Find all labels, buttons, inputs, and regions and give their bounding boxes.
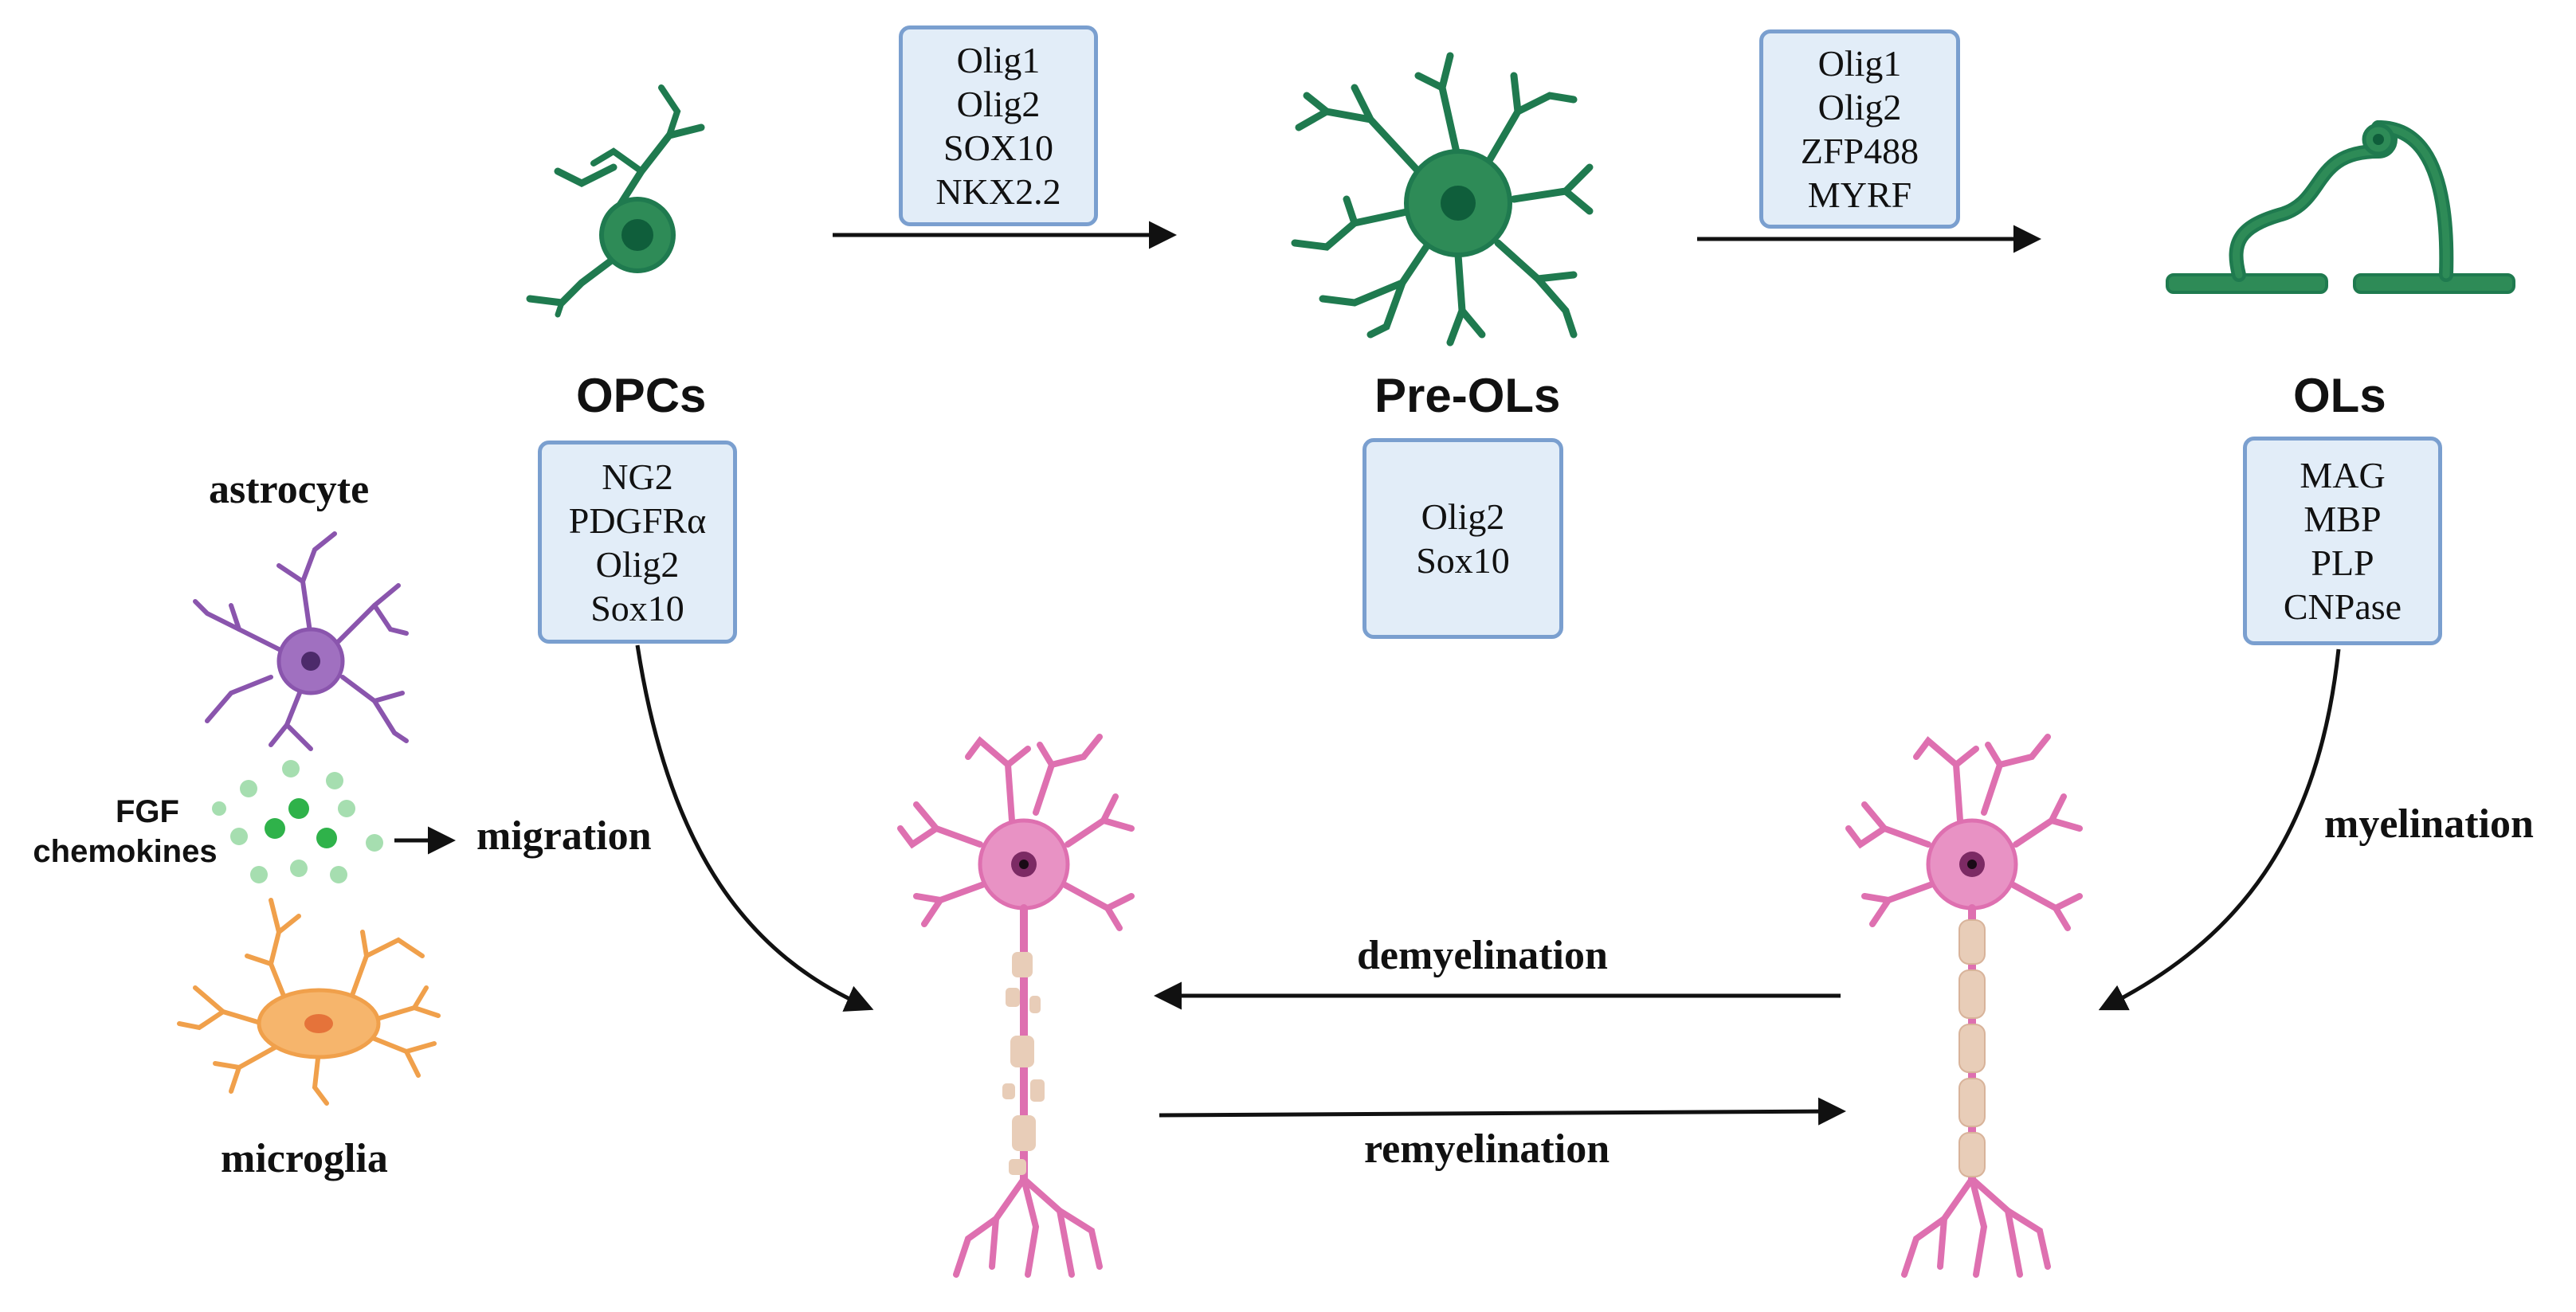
marker-sox10: SOX10 xyxy=(943,127,1054,168)
marker-olig1: Olig1 xyxy=(1817,43,1902,84)
marker-plp: PLP xyxy=(2311,542,2374,583)
marker-olig2: Olig2 xyxy=(1421,496,1505,537)
chemokines-label: chemokines xyxy=(33,834,218,869)
opc-marker-box: NG2 PDGFRα Olig2 Sox10 xyxy=(538,441,737,644)
microglia-label: microglia xyxy=(221,1136,388,1181)
arrow-remyelination xyxy=(1159,1097,1846,1126)
preol-marker-box: Olig2 Sox10 xyxy=(1362,438,1563,639)
opc-to-preol-marker-box: Olig1 Olig2 SOX10 NKX2.2 xyxy=(899,25,1098,226)
demyelination-label: demyelination xyxy=(1357,933,1608,978)
astrocyte-label: astrocyte xyxy=(209,467,370,512)
ols-label: OLs xyxy=(2293,369,2386,422)
fgf-label: FGF xyxy=(116,794,179,829)
opc-cell-icon xyxy=(526,84,705,318)
pre-ols-label: Pre-OLs xyxy=(1374,369,1561,422)
marker-pdgfra: PDGFRα xyxy=(568,499,707,541)
myelin-sheaths xyxy=(1958,919,1986,1177)
microglia-cell-icon xyxy=(177,898,441,1106)
astrocyte-cell-icon xyxy=(193,531,409,751)
marker-olig2: Olig2 xyxy=(595,543,680,585)
myelination-label: myelination xyxy=(2324,801,2534,847)
ol-marker-box: MAG MBP PLP CNPase xyxy=(2243,437,2442,645)
marker-sox10: Sox10 xyxy=(1416,540,1510,581)
ol-cell-icon xyxy=(2166,120,2515,294)
pre-ol-cell-icon xyxy=(1291,52,1594,347)
marker-olig1: Olig1 xyxy=(956,40,1041,80)
marker-cnpase: CNPase xyxy=(2283,586,2402,627)
signal-molecules-icon xyxy=(212,760,383,883)
marker-zfp488: ZFP488 xyxy=(1800,131,1919,171)
arrow-ol-to-myelinated xyxy=(2098,648,2341,1011)
marker-olig2: Olig2 xyxy=(1817,87,1902,127)
migration-label: migration xyxy=(476,813,652,859)
myelinated-neuron-icon xyxy=(1845,734,2083,1278)
marker-mag: MAG xyxy=(2300,455,2386,495)
marker-sox10: Sox10 xyxy=(590,587,684,629)
marker-olig2: Olig2 xyxy=(956,84,1041,124)
marker-myrf: MYRF xyxy=(1807,174,1912,215)
remyelination-label: remyelination xyxy=(1364,1126,1610,1172)
marker-nkx2-2: NKX2.2 xyxy=(935,171,1061,212)
arrow-opc-to-demyelinated xyxy=(635,644,874,1012)
damaged-myelin-fragments xyxy=(1002,952,1045,1175)
opcs-label: OPCs xyxy=(576,369,707,422)
preol-to-ol-marker-box: Olig1 Olig2 ZFP488 MYRF xyxy=(1759,29,1960,229)
marker-ng2: NG2 xyxy=(602,456,673,497)
marker-mbp: MBP xyxy=(2304,499,2382,539)
